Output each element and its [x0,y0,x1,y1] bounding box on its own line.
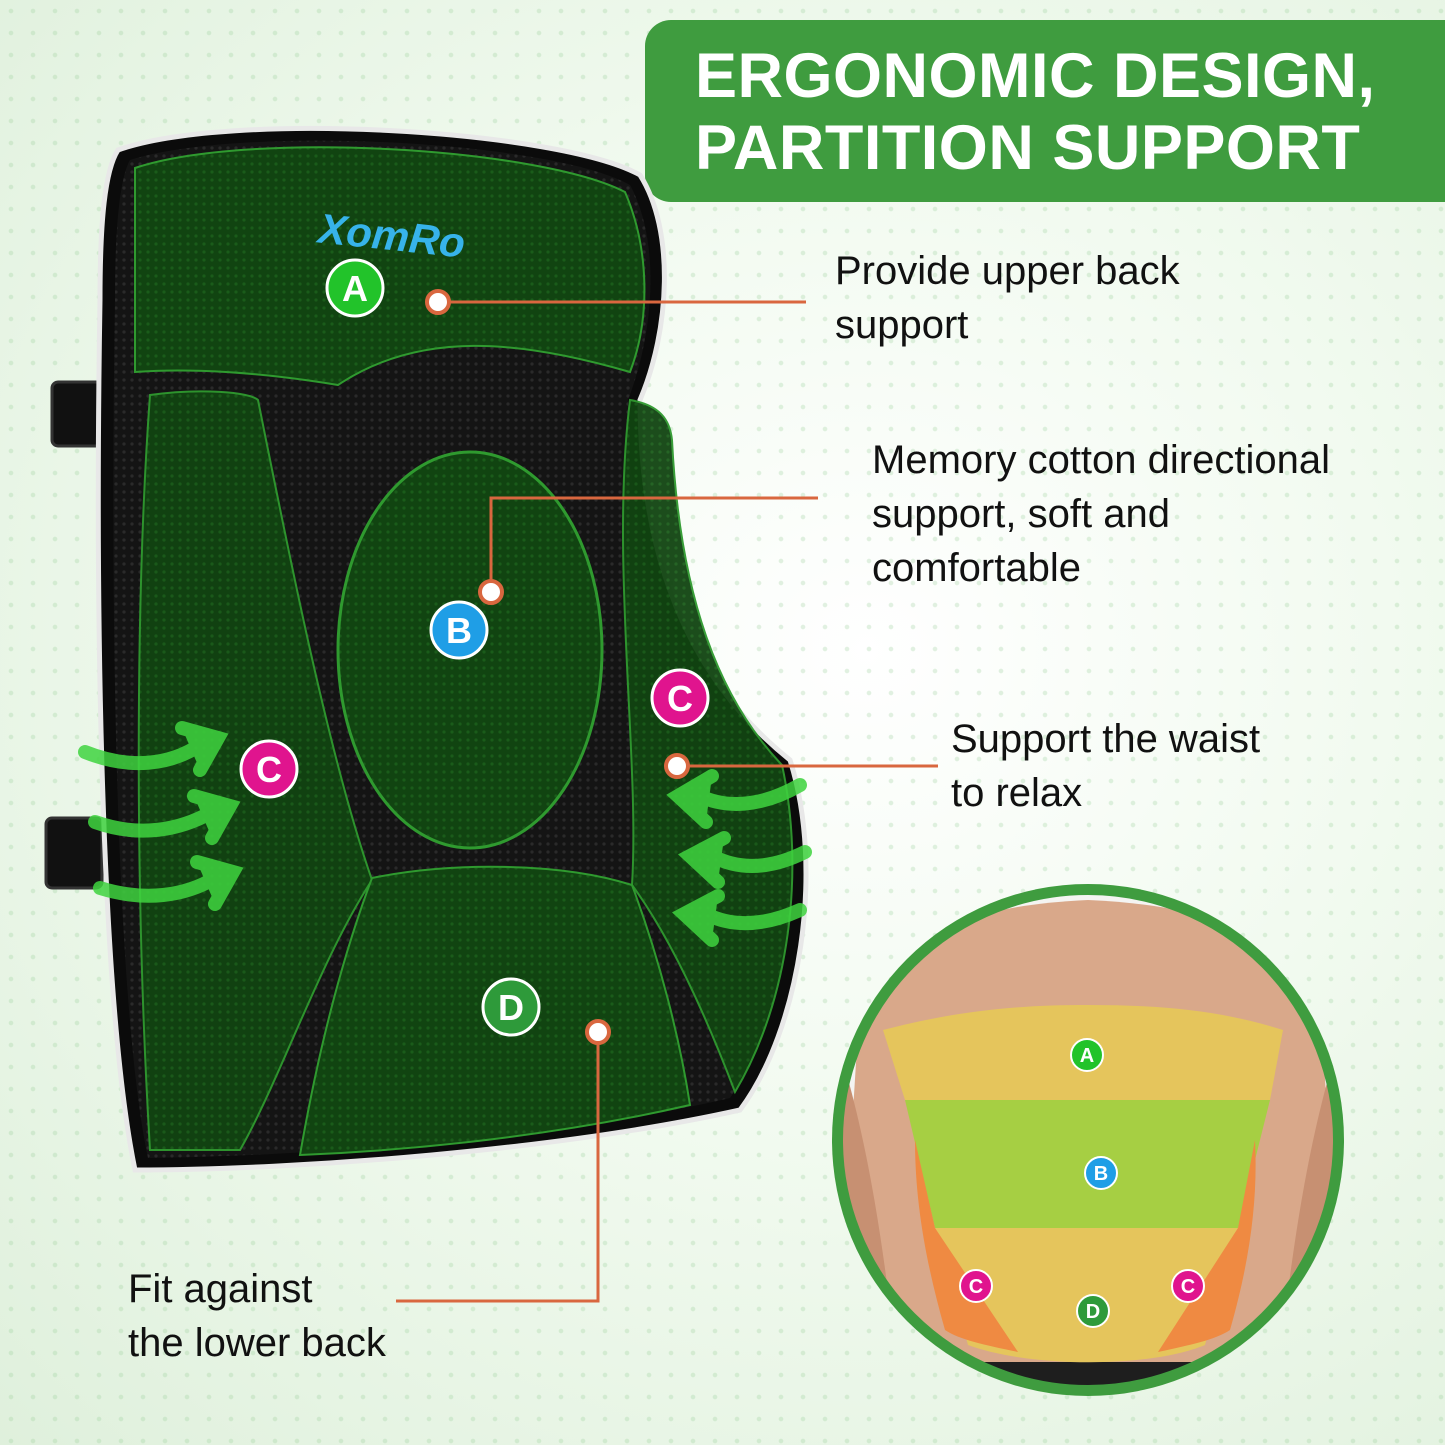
callout-memory-line-2: support, soft and [872,492,1170,536]
svg-text:D: D [1086,1301,1100,1323]
callout-waist-line-2: to relax [951,771,1083,815]
inset-badge-a: A [1070,1038,1104,1072]
callout-lower-line-1: Fit against [128,1267,313,1311]
airflow-arrows-left [78,721,244,911]
badge-d: D [481,977,541,1037]
inset-badge-b: B [1084,1156,1118,1190]
headline-line-1: ERGONOMIC DESIGN, [695,41,1376,111]
leader-lines [396,300,938,1303]
back-diagram-inset [832,884,1344,1396]
svg-text:A: A [1080,1045,1094,1067]
headline-line-2: PARTITION SUPPORT [695,113,1361,183]
callout-upper-line-1: Provide upper back [835,249,1180,293]
headline-banner: ERGONOMIC DESIGN, PARTITION SUPPORT [645,20,1445,202]
zone-a-panel [134,146,646,387]
svg-text:D: D [498,987,524,1028]
badge-b: B [429,600,489,660]
callout-waist-line-1: Support the waist [951,717,1261,761]
badge-c-left: C [239,739,299,799]
svg-text:A: A [342,268,368,309]
badge-a: A [325,258,385,318]
badge-c-right: C [650,668,710,728]
svg-text:C: C [969,1276,983,1298]
callout-lower-back: Fit against the lower back [128,1262,386,1370]
callout-memory-line-3: comfortable [872,546,1081,590]
callout-upper-line-2: support [835,303,969,347]
callout-lower-line-2: the lower back [128,1321,386,1365]
airflow-arrows-right [666,769,812,947]
svg-text:B: B [446,610,472,651]
inset-badge-c-right: C [1171,1269,1205,1303]
svg-text:C: C [256,749,282,790]
inset-badge-c-left: C [959,1269,993,1303]
callout-memory-line-1: Memory cotton directional [872,438,1330,482]
callout-waist: Support the waist to relax [951,712,1260,820]
leader-dots [425,289,690,1045]
svg-text:B: B [1094,1163,1108,1185]
strap-upper [50,380,104,448]
inset-badge-d: D [1076,1294,1110,1328]
callout-memory-cotton: Memory cotton directional support, soft … [872,433,1330,595]
svg-text:C: C [1181,1276,1195,1298]
svg-text:C: C [667,678,693,719]
callout-upper-back: Provide upper back support [835,244,1180,352]
strap-lower [44,816,104,890]
